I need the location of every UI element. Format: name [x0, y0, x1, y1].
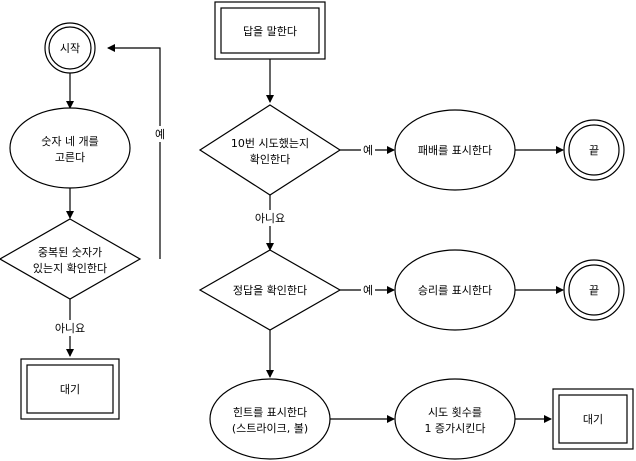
node-end-top: 끝 [563, 119, 625, 181]
node-increment: 시도 횟수를 1 증가시킨다 [394, 378, 516, 460]
edge-label-dup-no: 아니요 [55, 322, 85, 335]
node-end-mid: 끝 [563, 259, 625, 321]
node-show-win: 승리를 표시한다 [394, 249, 516, 331]
edges [66, 44, 564, 423]
node-answer-label: 답을 말한다 [243, 25, 297, 38]
node-show-loss: 패배를 표시한다 [394, 109, 516, 191]
edge-labels: 예 아니요 예 아니요 예 [50, 126, 375, 336]
node-ten-check: 10번 시도했는지 확인한다 [198, 104, 342, 196]
node-hint-line2: (스트라이크, 볼) [232, 422, 308, 435]
node-start-label: 시작 [60, 42, 80, 55]
edge-label-ten-yes: 예 [363, 144, 373, 157]
node-end-top-label: 끝 [589, 144, 599, 157]
node-answer-check-label: 정답을 확인한다 [233, 284, 307, 297]
node-increment-line2: 1 증가시킨다 [424, 422, 485, 435]
node-increment-line1: 시도 횟수를 [428, 406, 482, 419]
node-answer-check: 정답을 확인한다 [198, 249, 342, 331]
node-wait-right-label: 대기 [583, 413, 603, 426]
node-dup-check: 중복된 숫자가 있는지 확인한다 [0, 218, 142, 300]
node-wait-left: 대기 [20, 358, 120, 420]
node-hint: 힌트를 표시한다 (스트라이크, 볼) [209, 378, 331, 460]
node-pick-line2: 고른다 [55, 151, 85, 164]
node-show-win-label: 승리를 표시한다 [418, 284, 492, 297]
node-pick-line1: 숫자 네 개를 [41, 135, 99, 148]
edge-label-ten-no: 아니요 [255, 212, 285, 225]
node-ten-line2: 확인한다 [250, 153, 290, 166]
edge-dup-yes-to-start [107, 44, 161, 259]
edge-label-answer-yes: 예 [363, 284, 373, 297]
node-dup-line1: 중복된 숫자가 [38, 246, 102, 259]
node-answer: 답을 말한다 [214, 1, 326, 60]
node-wait-right: 대기 [552, 388, 634, 450]
node-pick: 숫자 네 개를 고른다 [9, 107, 131, 189]
node-wait-left-label: 대기 [60, 383, 80, 396]
edge-label-dup-yes: 예 [155, 128, 165, 141]
node-start: 시작 [44, 22, 96, 74]
node-ten-line1: 10번 시도했는지 [231, 137, 309, 150]
node-show-loss-label: 패배를 표시한다 [418, 144, 492, 157]
node-hint-line1: 힌트를 표시한다 [233, 406, 307, 419]
node-end-mid-label: 끝 [589, 284, 599, 297]
node-dup-line2: 있는지 확인한다 [33, 262, 107, 275]
